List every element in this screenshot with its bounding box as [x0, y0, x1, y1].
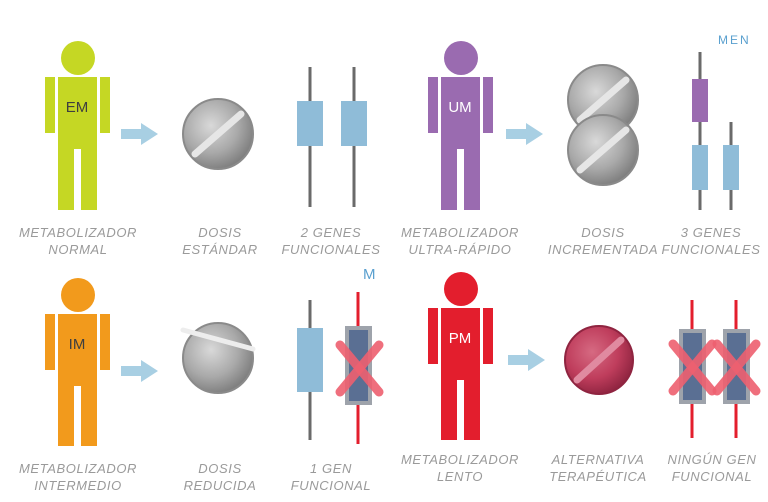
- em-gene-caption: 2 GENES FUNCIONALES: [281, 225, 381, 257]
- um-arrow-icon: [506, 123, 543, 145]
- im-person-icon: [45, 278, 110, 446]
- um-person-caption: METABOLIZADOR ULTRA-RÁPIDO: [400, 225, 520, 257]
- pm-badge: PM: [449, 330, 472, 347]
- pm-person-caption: METABOLIZADOR LENTO: [400, 452, 520, 484]
- um-corner-label: MEN: [718, 33, 751, 47]
- em-gene-pair-icon: [297, 67, 367, 207]
- um-gene-caption: 3 GENES FUNCIONALES: [661, 225, 761, 257]
- pm-person-icon: [428, 272, 493, 440]
- im-person-caption: METABOLIZADOR INTERMEDIO: [18, 461, 138, 493]
- pm-null-genes-icon: [668, 300, 761, 438]
- im-arrow-icon: [121, 360, 158, 382]
- pm-null-gene-cross-icon: [668, 339, 761, 396]
- um-badge: UM: [448, 99, 471, 116]
- um-dose-caption: DOSIS INCREMENTADA: [547, 225, 659, 257]
- im-corner-label: M: [363, 266, 376, 283]
- pm-gene-caption: NINGÚN GEN FUNCIONAL: [667, 452, 757, 484]
- em-standard-pill-icon: [182, 98, 254, 170]
- im-null-gene-cross-icon: [335, 340, 384, 397]
- pm-arrow-icon: [508, 349, 545, 371]
- um-person-icon: [428, 41, 493, 210]
- em-arrow-icon: [121, 123, 158, 145]
- im-gene-caption: 1 GEN FUNCIONAL: [290, 461, 372, 493]
- em-person-caption: METABOLIZADOR NORMAL: [18, 225, 138, 257]
- um-double-pill-icon: [567, 64, 639, 186]
- em-badge: EM: [66, 99, 89, 116]
- im-badge: IM: [69, 336, 86, 353]
- pm-dose-caption: ALTERNATIVA TERAPÉUTICA: [549, 452, 647, 484]
- pm-red-pill-icon: [564, 325, 634, 395]
- em-dose-caption: DOSIS ESTÁNDAR: [182, 225, 258, 257]
- im-dose-caption: DOSIS REDUCIDA: [183, 461, 257, 493]
- im-gene-pair-icon: [297, 292, 384, 444]
- em-person-icon: [45, 41, 110, 210]
- um-gene-triplet-icon: [692, 52, 739, 210]
- im-half-pill-icon: [180, 322, 256, 394]
